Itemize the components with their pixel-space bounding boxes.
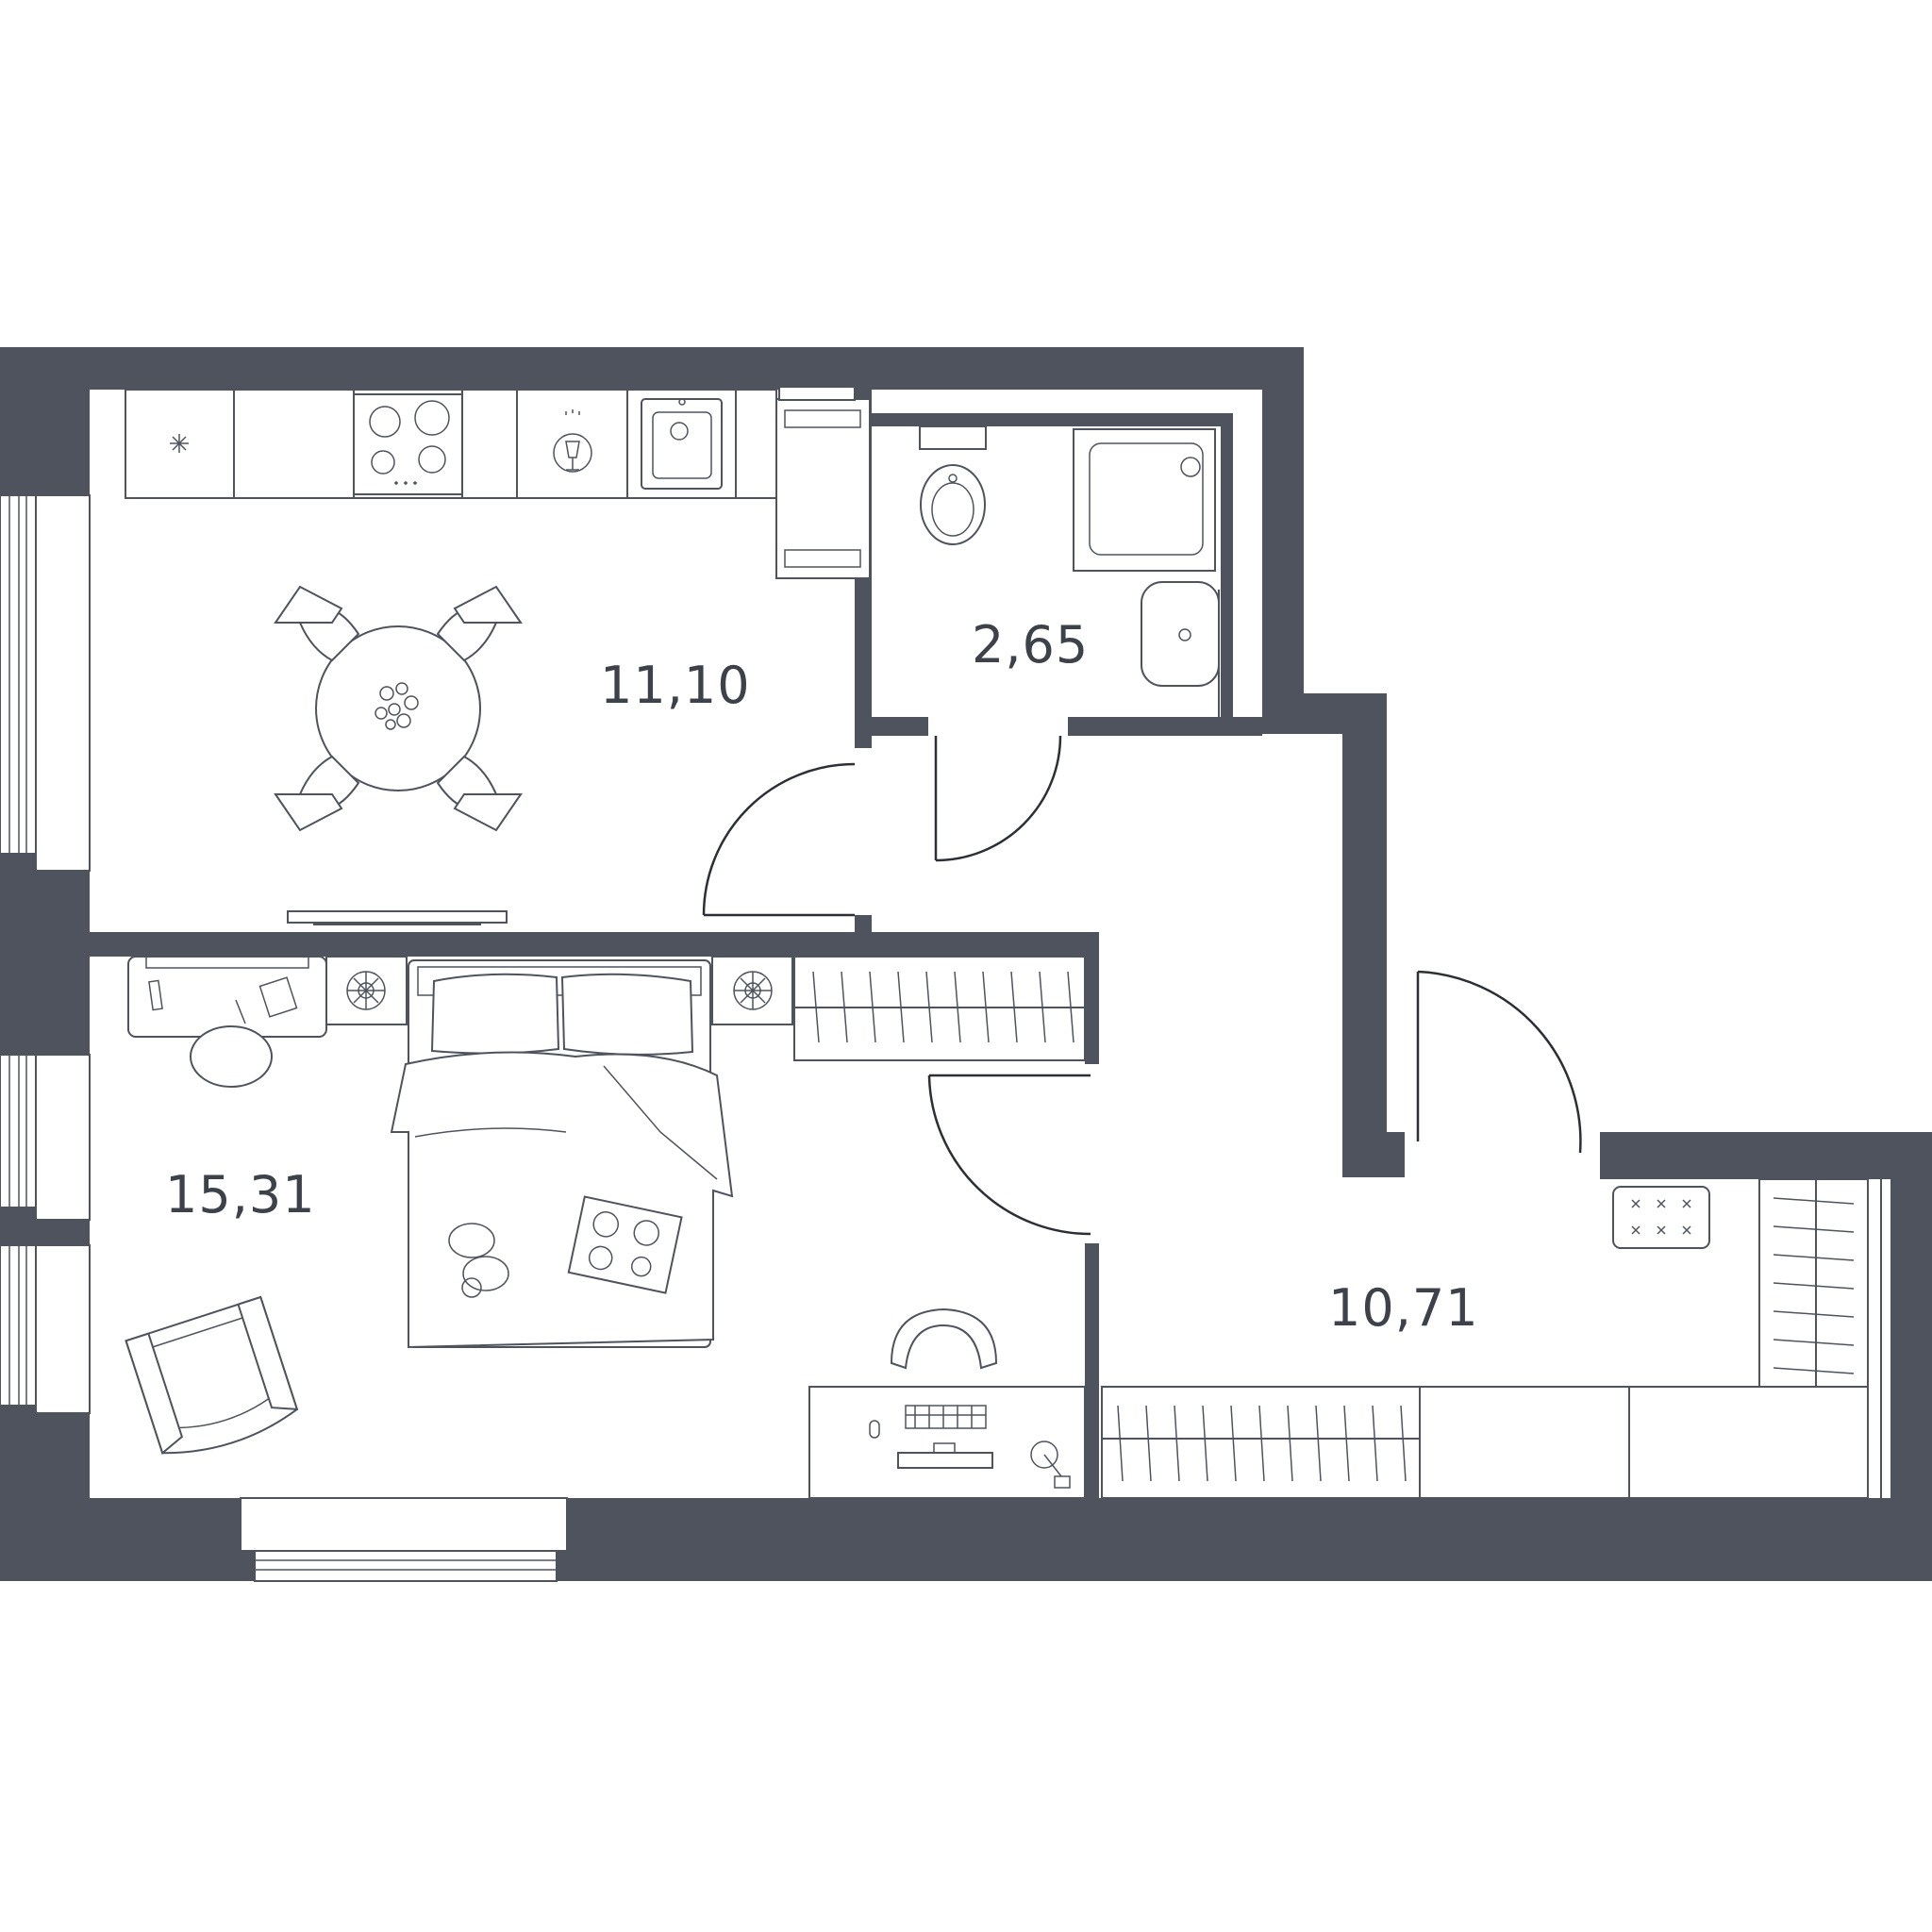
window-bedroom-lower — [0, 1244, 37, 1407]
window-bedroom-upper-inner — [35, 1054, 91, 1221]
breakfast-tray — [567, 1195, 683, 1294]
room-area-bedroom: 15,31 — [165, 1165, 316, 1224]
door-entrance — [1416, 970, 1582, 1154]
doors — [702, 735, 1582, 1236]
hall-bench — [1612, 1186, 1710, 1249]
room-area-hallway: 10,71 — [1328, 1278, 1479, 1338]
wall-hall-right — [1890, 1132, 1932, 1581]
pillow — [560, 973, 694, 1056]
toilet — [920, 464, 986, 545]
window-balcony-sill — [254, 1550, 558, 1582]
toilet-tank — [919, 425, 987, 450]
door-bathroom — [934, 735, 1062, 862]
window-kitchen — [0, 494, 37, 855]
wall-kitchen-bedroom — [90, 932, 1099, 957]
desk-lamp-icon — [1030, 1441, 1071, 1489]
window-bedroom-upper — [0, 1054, 37, 1208]
windows — [0, 494, 568, 1582]
armchair — [125, 1295, 299, 1455]
snowflake-icon — [170, 434, 189, 453]
flower-vase-icon — [375, 682, 419, 730]
duvet — [390, 1051, 734, 1349]
bathroom-furniture — [919, 425, 1220, 717]
door-bedroom — [927, 1074, 1091, 1236]
keyboard-icon — [905, 1405, 987, 1429]
tall-cabinet — [775, 398, 871, 579]
glass-icon — [553, 409, 592, 473]
monitor — [897, 1452, 993, 1469]
wall-bedroom-hall-lower — [1085, 1243, 1099, 1498]
wall-hall-upper-right — [1262, 347, 1304, 734]
pillow — [430, 973, 560, 1055]
wall-bedroom-hall-upper — [1085, 932, 1099, 1064]
wall-bath-bottom-right — [1068, 717, 1262, 736]
dining-table — [274, 585, 523, 832]
wall-bath-right — [1221, 413, 1233, 717]
mouse-icon — [869, 1420, 880, 1439]
wall-kitchen-hall-lower — [855, 915, 872, 943]
wall-hall-right-top — [1600, 1132, 1932, 1179]
window-kitchen-inner — [35, 494, 91, 872]
window-balcony-door — [240, 1497, 568, 1552]
cooktop — [353, 393, 463, 495]
hallway-furniture — [1101, 1178, 1882, 1499]
office-chair — [890, 1307, 998, 1370]
tv — [287, 910, 508, 924]
kitchen-furniture — [125, 386, 871, 925]
wall-top — [0, 347, 1304, 390]
lamp-icon — [733, 971, 773, 1010]
wall-bath-top — [872, 413, 1233, 426]
bedroom-furniture — [125, 956, 1086, 1499]
shower-tray — [1073, 428, 1216, 572]
wall-bath-bottom-left — [872, 717, 928, 736]
wall-notch-foot — [1342, 1132, 1405, 1177]
wall-notch-right — [1342, 693, 1387, 1132]
window-bedroom-lower-inner — [35, 1244, 91, 1414]
computer-desk — [808, 1386, 1086, 1499]
wardrobe-hall-bottom — [1101, 1386, 1869, 1499]
room-area-bathroom: 2,65 — [972, 615, 1090, 675]
washbasin — [1141, 581, 1220, 687]
cat-icon — [448, 1223, 509, 1298]
cross-marks — [1631, 1199, 1691, 1235]
hangers — [812, 971, 1074, 1043]
room-area-kitchen: 11,10 — [600, 656, 751, 715]
lamp-icon — [346, 971, 386, 1010]
door-kitchen — [702, 762, 856, 917]
stool — [190, 1025, 273, 1088]
